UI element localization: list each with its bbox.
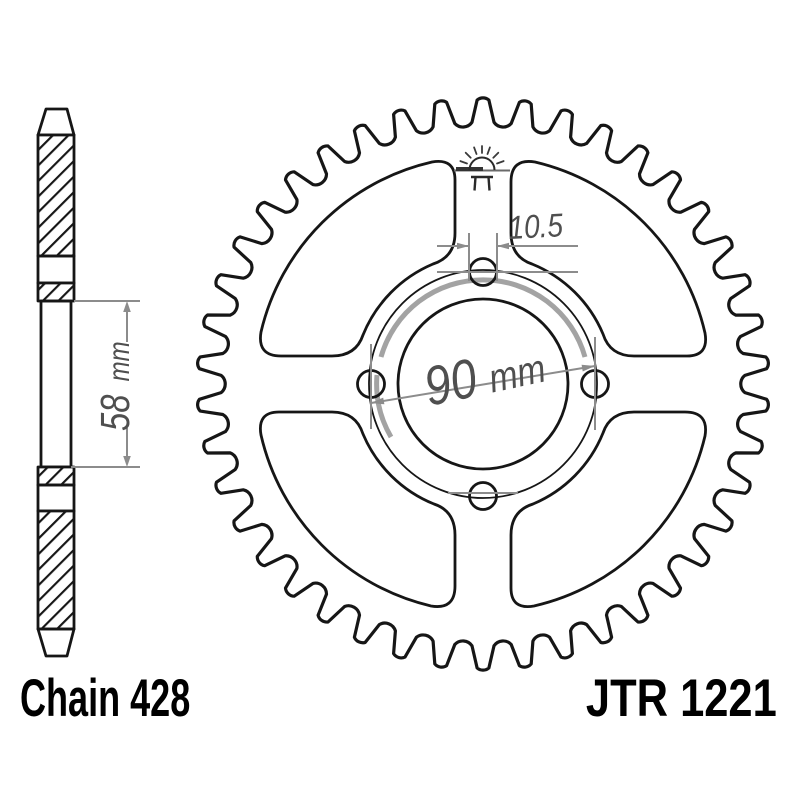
dim-58mm: 58 mm [71, 300, 140, 468]
bolt-hole-bottom [468, 481, 498, 511]
hub-shading-arc-left [374, 374, 394, 439]
side-bottom-tooth [36, 627, 76, 658]
hub-shading-arc-top [378, 277, 588, 358]
side-plate-stem [39, 299, 73, 469]
side-rim-upper-hatched [36, 133, 76, 258]
dim-90mm: 90 mm [370, 337, 596, 494]
cutout-top-left [259, 160, 457, 358]
dim-58-arrow-up [123, 301, 131, 312]
dim-58-arrow-down [123, 456, 131, 467]
dim-10-5: 10.5 [437, 207, 578, 281]
logo-pi-mark [471, 175, 493, 191]
chain-size-label: Chain 428 [20, 669, 191, 728]
dim-90-value: 90 [419, 347, 483, 418]
dim-58-unit: mm [101, 341, 135, 381]
side-gap-lower [36, 483, 76, 513]
cutout-bottom-left [259, 410, 457, 608]
part-number-label: JTR 1221 [586, 669, 777, 728]
dim-105-arrow-right [497, 242, 509, 250]
side-rim-lower-hatched [36, 509, 76, 631]
dim-90-arrow-left [371, 397, 385, 405]
center-bore [396, 297, 570, 471]
dim-90-arrow-right [581, 364, 595, 372]
side-hub-lower-hatched [36, 465, 76, 487]
dim-105-value: 10.5 [507, 207, 564, 246]
logo-sun-rays [459, 145, 505, 165]
hub-circle [368, 269, 598, 499]
side-section-view [36, 107, 76, 658]
dimension-annotations: 58 mm 90 mm 10.5 [71, 207, 596, 494]
side-gap-upper [36, 254, 76, 285]
cutout-bottom-right [509, 410, 707, 608]
logo-sun-dome [468, 156, 496, 171]
dim-105-arrow-left [457, 242, 469, 250]
sun-logo [454, 145, 510, 191]
dim-90-line [370, 365, 596, 404]
side-hub-upper-hatched [36, 281, 76, 303]
dim-58-value: 58 [91, 394, 137, 431]
side-top-tooth [36, 107, 76, 137]
